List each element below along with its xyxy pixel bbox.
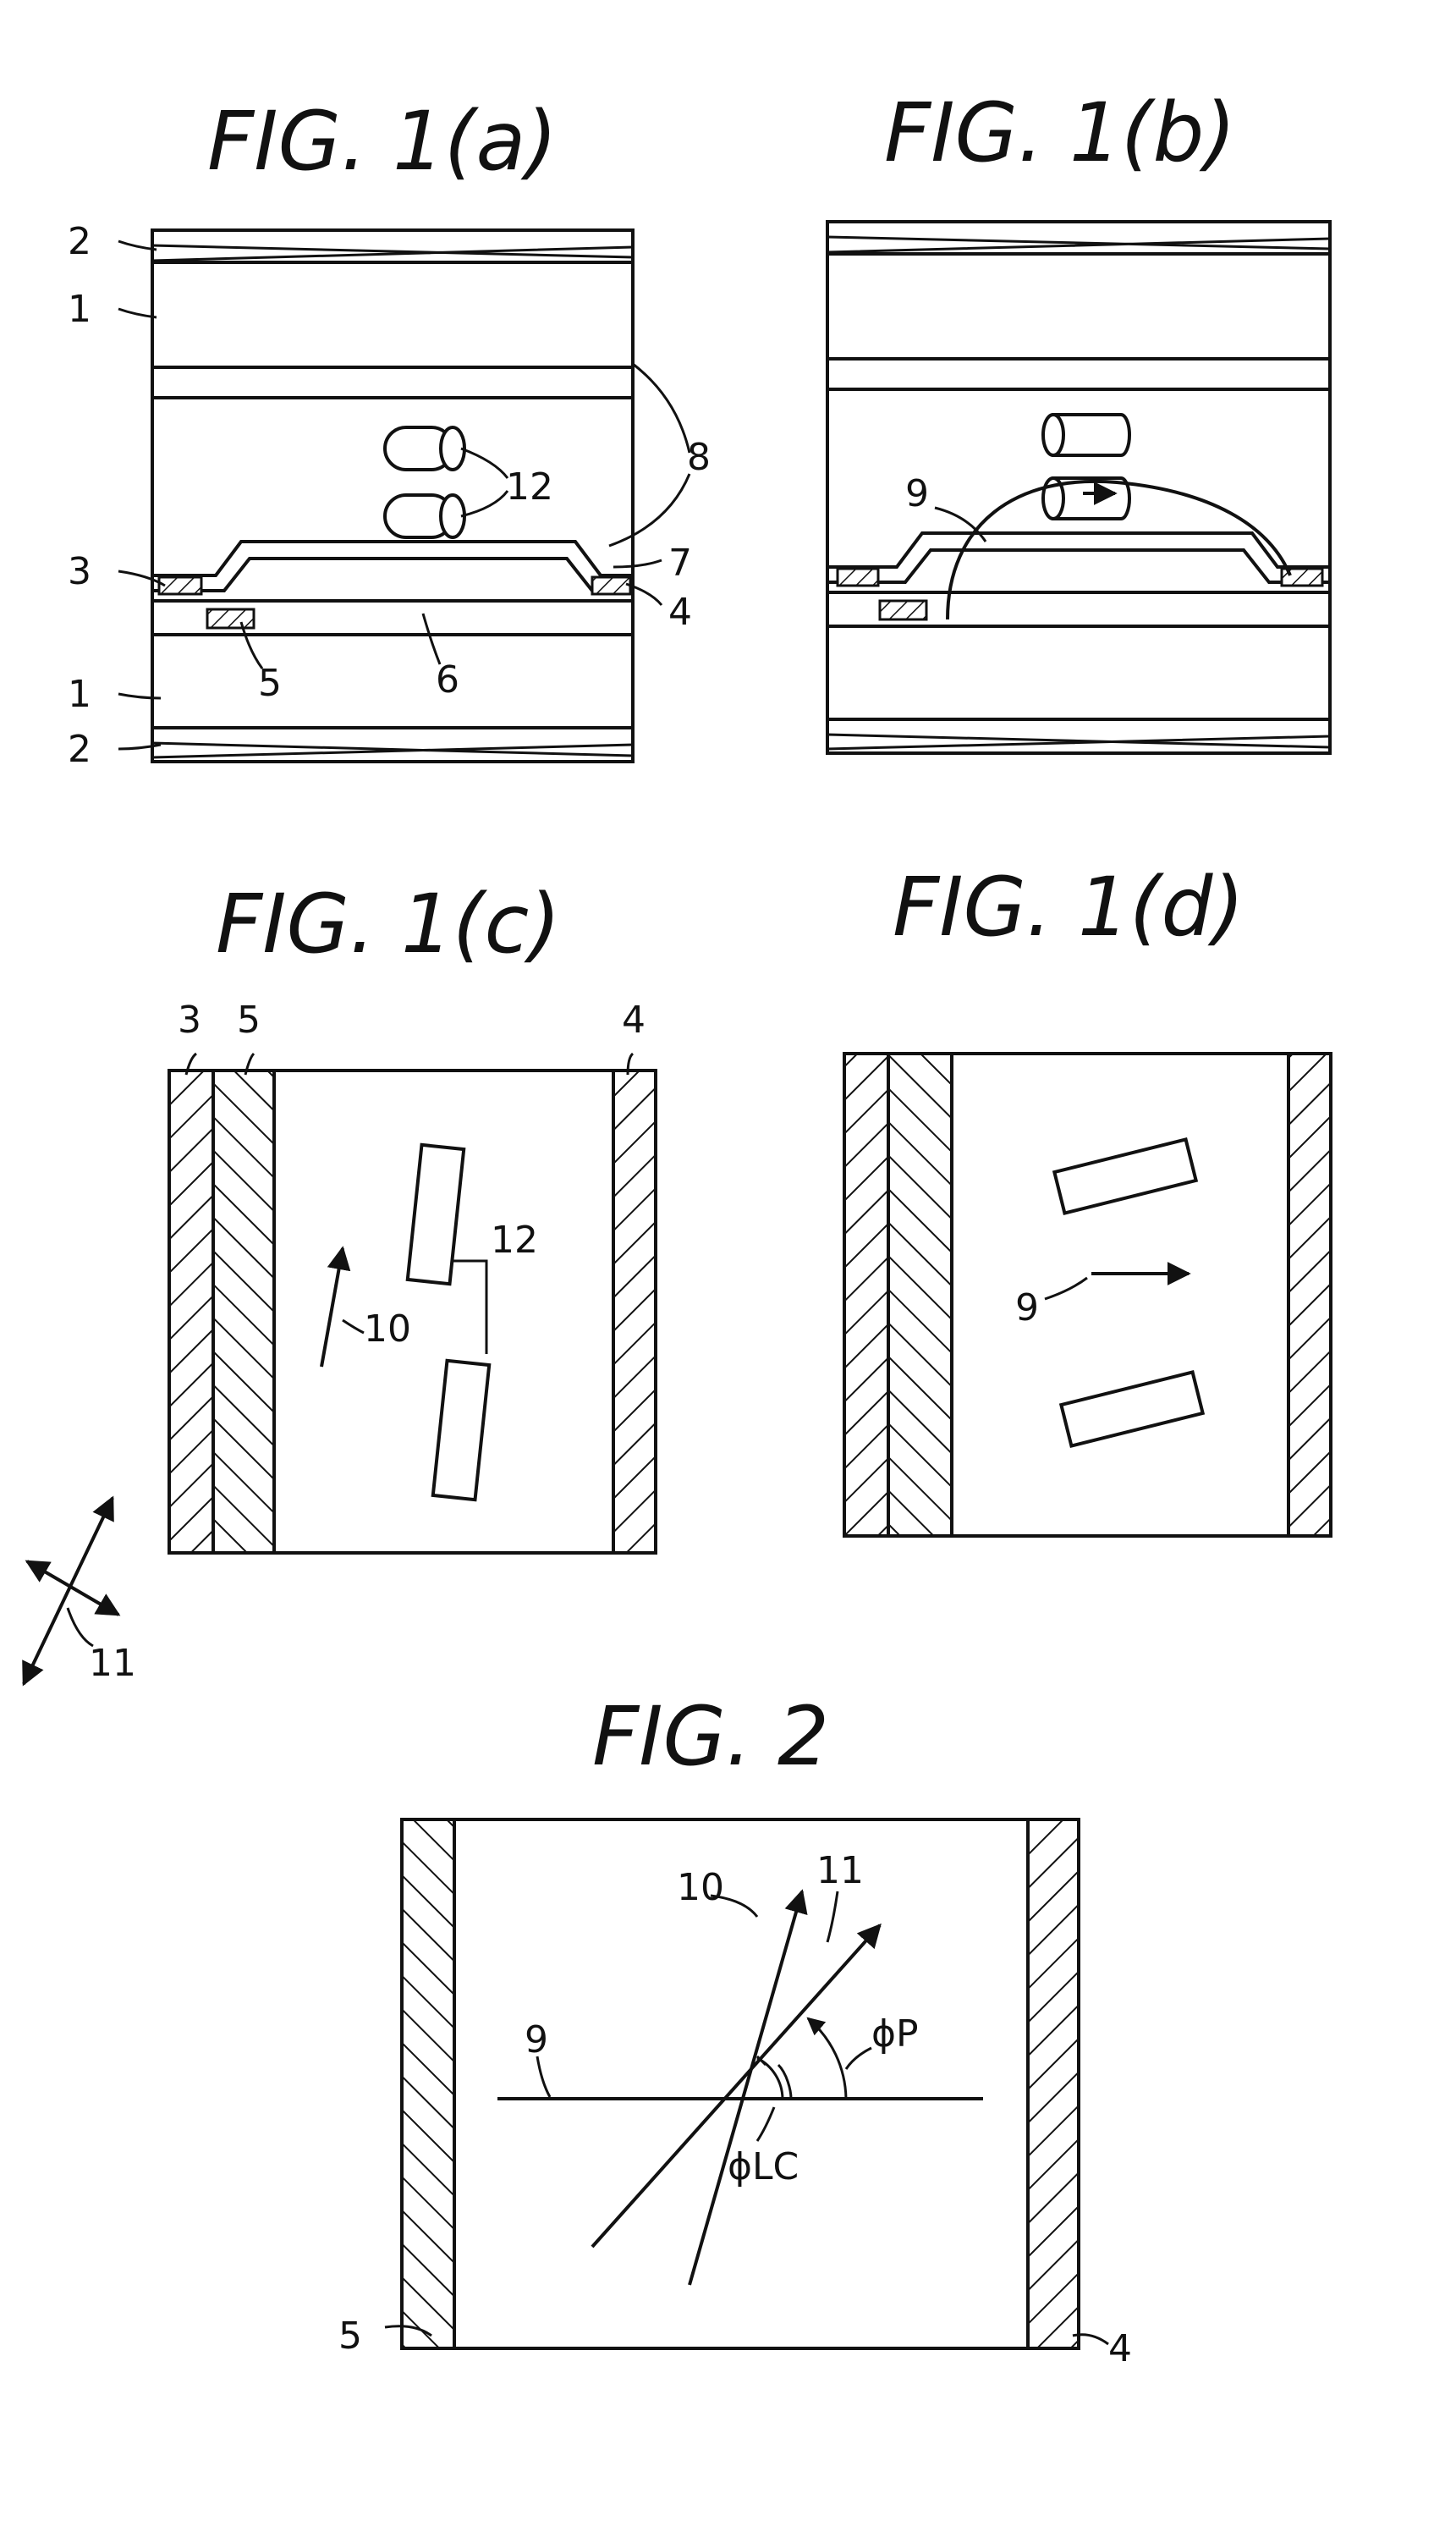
fig2-label-10: 10: [677, 1866, 724, 1909]
fig1c-label-11: 11: [89, 1642, 136, 1685]
fig1d-electrode-3: [844, 1054, 888, 1536]
fig1c-label-4: 4: [622, 999, 646, 1042]
fig1b-lc-molecule-upper: [1043, 415, 1129, 455]
fig1c-electrode-3: [169, 1071, 213, 1553]
fig1c-label-12: 12: [491, 1219, 538, 1262]
fig1a-electrode-3: [159, 577, 201, 594]
fig2-label-9: 9: [525, 2018, 548, 2061]
fig2-label-11: 11: [816, 1849, 864, 1892]
figure-1b: FIG. 1(b): [827, 85, 1330, 753]
fig1a-label-4: 4: [668, 591, 692, 634]
fig1a-label-8: 8: [687, 436, 711, 479]
fig1a-label-12: 12: [506, 465, 553, 509]
figure-1c-title: FIG. 1(c): [216, 877, 561, 972]
figure-1a: FIG. 1(a): [68, 94, 711, 771]
fig1c-electrode-4: [613, 1071, 656, 1553]
fig2-label-4: 4: [1108, 2327, 1132, 2370]
fig1a-lc-molecule-lower: [385, 495, 464, 537]
fig1a-electrode-5: [207, 609, 254, 628]
figure-2-title: FIG. 2: [592, 1689, 829, 1784]
fig1a-electrode-4: [592, 577, 630, 594]
fig1a-label-1-bot: 1: [68, 673, 91, 716]
fig1a-lc-molecule-upper: [385, 427, 464, 470]
fig1c-leader-11: [68, 1608, 93, 1646]
fig1a-leader-8a: [633, 364, 690, 453]
fig2-structure: [385, 1819, 1108, 2348]
fig1c-label-5: 5: [237, 999, 261, 1042]
polarizer-axis-arrow-2: [27, 1561, 118, 1615]
figure-1a-title: FIG. 1(a): [207, 94, 558, 189]
fig1a-frame: [152, 230, 633, 762]
figure-1b-title: FIG. 1(b): [884, 85, 1236, 180]
figure-2: FIG. 2 10 11 9 ϕP: [338, 1689, 1132, 2370]
fig1c-label-3: 3: [178, 999, 201, 1042]
figure-1c: FIG. 1(c) 3 5 4 12 10 11: [24, 877, 656, 1685]
fig1a-label-6: 6: [436, 658, 459, 702]
fig1c-label-10: 10: [364, 1307, 411, 1351]
fig1c-electrode-5: [213, 1071, 274, 1553]
fig1d-electrode-5: [888, 1054, 952, 1536]
fig1a-label-5: 5: [258, 662, 282, 705]
fig1a-structure: [118, 230, 690, 762]
fig2-label-phi-p: ϕP: [871, 2012, 919, 2056]
fig2-label-phi-lc: ϕLC: [728, 2145, 799, 2188]
fig2-label-5: 5: [338, 2315, 362, 2358]
figure-1d: FIG. 1(d) 9: [844, 860, 1331, 1536]
fig1a-label-2-top: 2: [68, 220, 91, 263]
fig2-electrode-5: [402, 1819, 454, 2348]
fig1b-electrode-5: [880, 601, 926, 619]
fig1a-label-7: 7: [668, 542, 692, 585]
fig1b-label-9: 9: [905, 472, 929, 515]
fig1b-electrode-3: [838, 569, 878, 586]
fig1a-label-2-bot: 2: [68, 728, 91, 771]
fig1a-label-1-top: 1: [68, 288, 91, 331]
figure-1d-title: FIG. 1(d): [893, 860, 1244, 955]
fig2-frame: [402, 1819, 1079, 2348]
fig1b-structure: [827, 222, 1330, 753]
fig1d-label-9: 9: [1015, 1286, 1039, 1329]
fig1a-label-3: 3: [68, 550, 91, 593]
fig1d-structure: [844, 1054, 1331, 1536]
fig1d-electrode-4: [1288, 1054, 1331, 1536]
fig2-electrode-4: [1028, 1819, 1079, 2348]
fig1c-structure: [169, 1054, 656, 1553]
